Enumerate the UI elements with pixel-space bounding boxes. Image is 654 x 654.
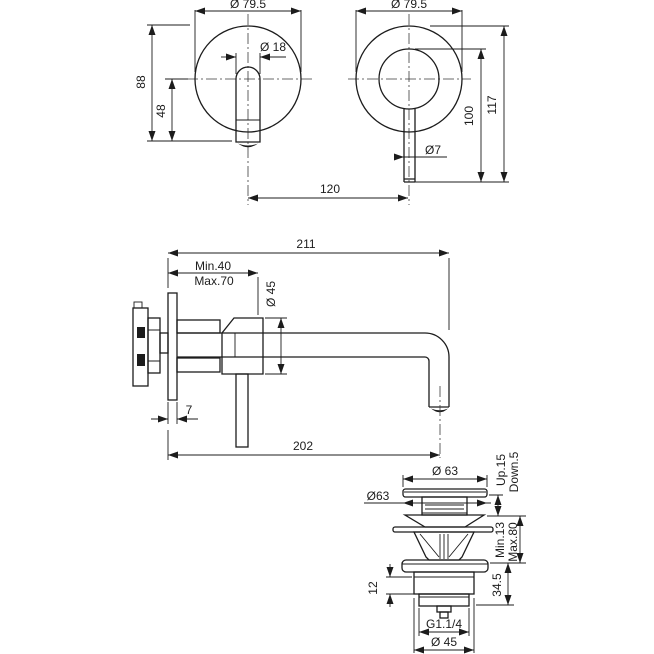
waste-body bbox=[413, 571, 475, 595]
tail-nub-tip bbox=[439, 611, 449, 619]
extension-lines bbox=[167, 402, 178, 424]
dim-label-top-to-outlet: 88 bbox=[134, 75, 148, 89]
dim-label-spout-reach: 202 bbox=[293, 439, 313, 453]
dim-label-cap-diameter: Ø 63 bbox=[432, 464, 458, 478]
extension-lines bbox=[265, 317, 287, 375]
cartridge-stub bbox=[159, 332, 169, 354]
pop-up-waste-side-view: Ø 63 Ø63 Up.15 Down.5 Min.13 Max.80 34.5… bbox=[364, 451, 526, 654]
pop-up-rod bbox=[235, 373, 249, 448]
dim-label-center-to-outlet: 48 bbox=[154, 104, 168, 118]
spout-tube bbox=[177, 332, 425, 358]
extension-lines bbox=[487, 494, 526, 517]
valve-marking bbox=[137, 354, 145, 366]
mounting-plate bbox=[147, 317, 161, 374]
seal-washer bbox=[392, 526, 494, 533]
extension-lines bbox=[194, 10, 302, 72]
waste-cap bbox=[402, 488, 488, 498]
extension-lines bbox=[413, 598, 475, 653]
dim-label-total-depth: 211 bbox=[296, 237, 315, 251]
dim-label-top-to-lever-end: 117 bbox=[485, 95, 499, 114]
dim-label-tail-diameter: Ø 45 bbox=[431, 635, 457, 649]
dim-label-lever-diameter: Ø7 bbox=[425, 143, 441, 157]
mounting-plate-lines bbox=[148, 329, 160, 362]
dim-label-body-height: 34.5 bbox=[490, 573, 504, 597]
tail-nub bbox=[436, 605, 452, 613]
mixer-escutcheon-front-view: Ø 79.5 Ø7 100 117 bbox=[348, 0, 509, 205]
dim-label-centre-distance: 120 bbox=[320, 182, 340, 196]
dim-label-mixer-escutcheon-diameter: Ø 79.5 bbox=[391, 0, 427, 11]
dim-label-travel-up: Up.15 bbox=[494, 454, 508, 486]
dim-label-body-diameter: Ø 45 bbox=[264, 281, 278, 307]
extension-lines bbox=[386, 576, 417, 595]
valve-marking bbox=[137, 327, 145, 338]
dim-label-deck-min: Min.13 bbox=[493, 522, 507, 558]
spout-escutcheon-front-view: Ø 79.5 Ø 18 88 48 bbox=[134, 0, 312, 205]
fixing-screw bbox=[133, 301, 143, 309]
centre-distance-dimension: 120 bbox=[248, 182, 408, 202]
dim-label-wall-depth-max: Max.70 bbox=[194, 274, 234, 288]
dim-label-plate-thickness: 7 bbox=[186, 403, 193, 417]
dim-label-deck-max: Max.80 bbox=[506, 522, 520, 562]
dim-label-spout-diameter: Ø 18 bbox=[260, 40, 286, 54]
dim-label-travel-down: Down.5 bbox=[507, 451, 521, 492]
dim-label-thread: G1.1/4 bbox=[426, 617, 462, 631]
dim-label-flange-diameter: Ø63 bbox=[367, 489, 390, 503]
mixer-side-view: 211 Min.40 Max.70 Ø 45 7 202 bbox=[132, 237, 450, 460]
aerator-outlet bbox=[238, 143, 258, 148]
dim-label-wall-depth-min: Min.40 bbox=[195, 259, 231, 273]
spout-body-collar bbox=[221, 317, 264, 375]
escutcheon-circle bbox=[194, 25, 302, 133]
clamp-spider-cutouts bbox=[419, 533, 469, 559]
sleeve-upper bbox=[176, 319, 221, 334]
spout-curve-outer bbox=[424, 332, 450, 407]
spout-stub bbox=[235, 66, 261, 143]
sleeve-lower bbox=[176, 357, 221, 373]
dim-label-nut-height: 12 bbox=[366, 581, 380, 595]
threaded-tail bbox=[418, 593, 470, 607]
extension-lines bbox=[355, 10, 463, 72]
dim-label-spout-escutcheon-diameter: Ø 79.5 bbox=[230, 0, 266, 11]
escutcheon-circle bbox=[355, 25, 463, 133]
wall-plate-side bbox=[167, 292, 178, 401]
waste-neck bbox=[421, 496, 468, 516]
waste-skirt bbox=[402, 514, 487, 528]
neck-rib-lines bbox=[422, 504, 467, 514]
aerator-outlet bbox=[431, 408, 448, 413]
handle-hub-circle bbox=[378, 48, 440, 110]
lever-handle bbox=[403, 108, 416, 183]
dim-label-inner-top-to-lever-end: 100 bbox=[462, 106, 476, 126]
spout-curve-inner bbox=[424, 356, 430, 407]
concealed-valve-body bbox=[132, 307, 149, 387]
waste-flange bbox=[401, 559, 489, 573]
extension-lines bbox=[415, 48, 509, 183]
